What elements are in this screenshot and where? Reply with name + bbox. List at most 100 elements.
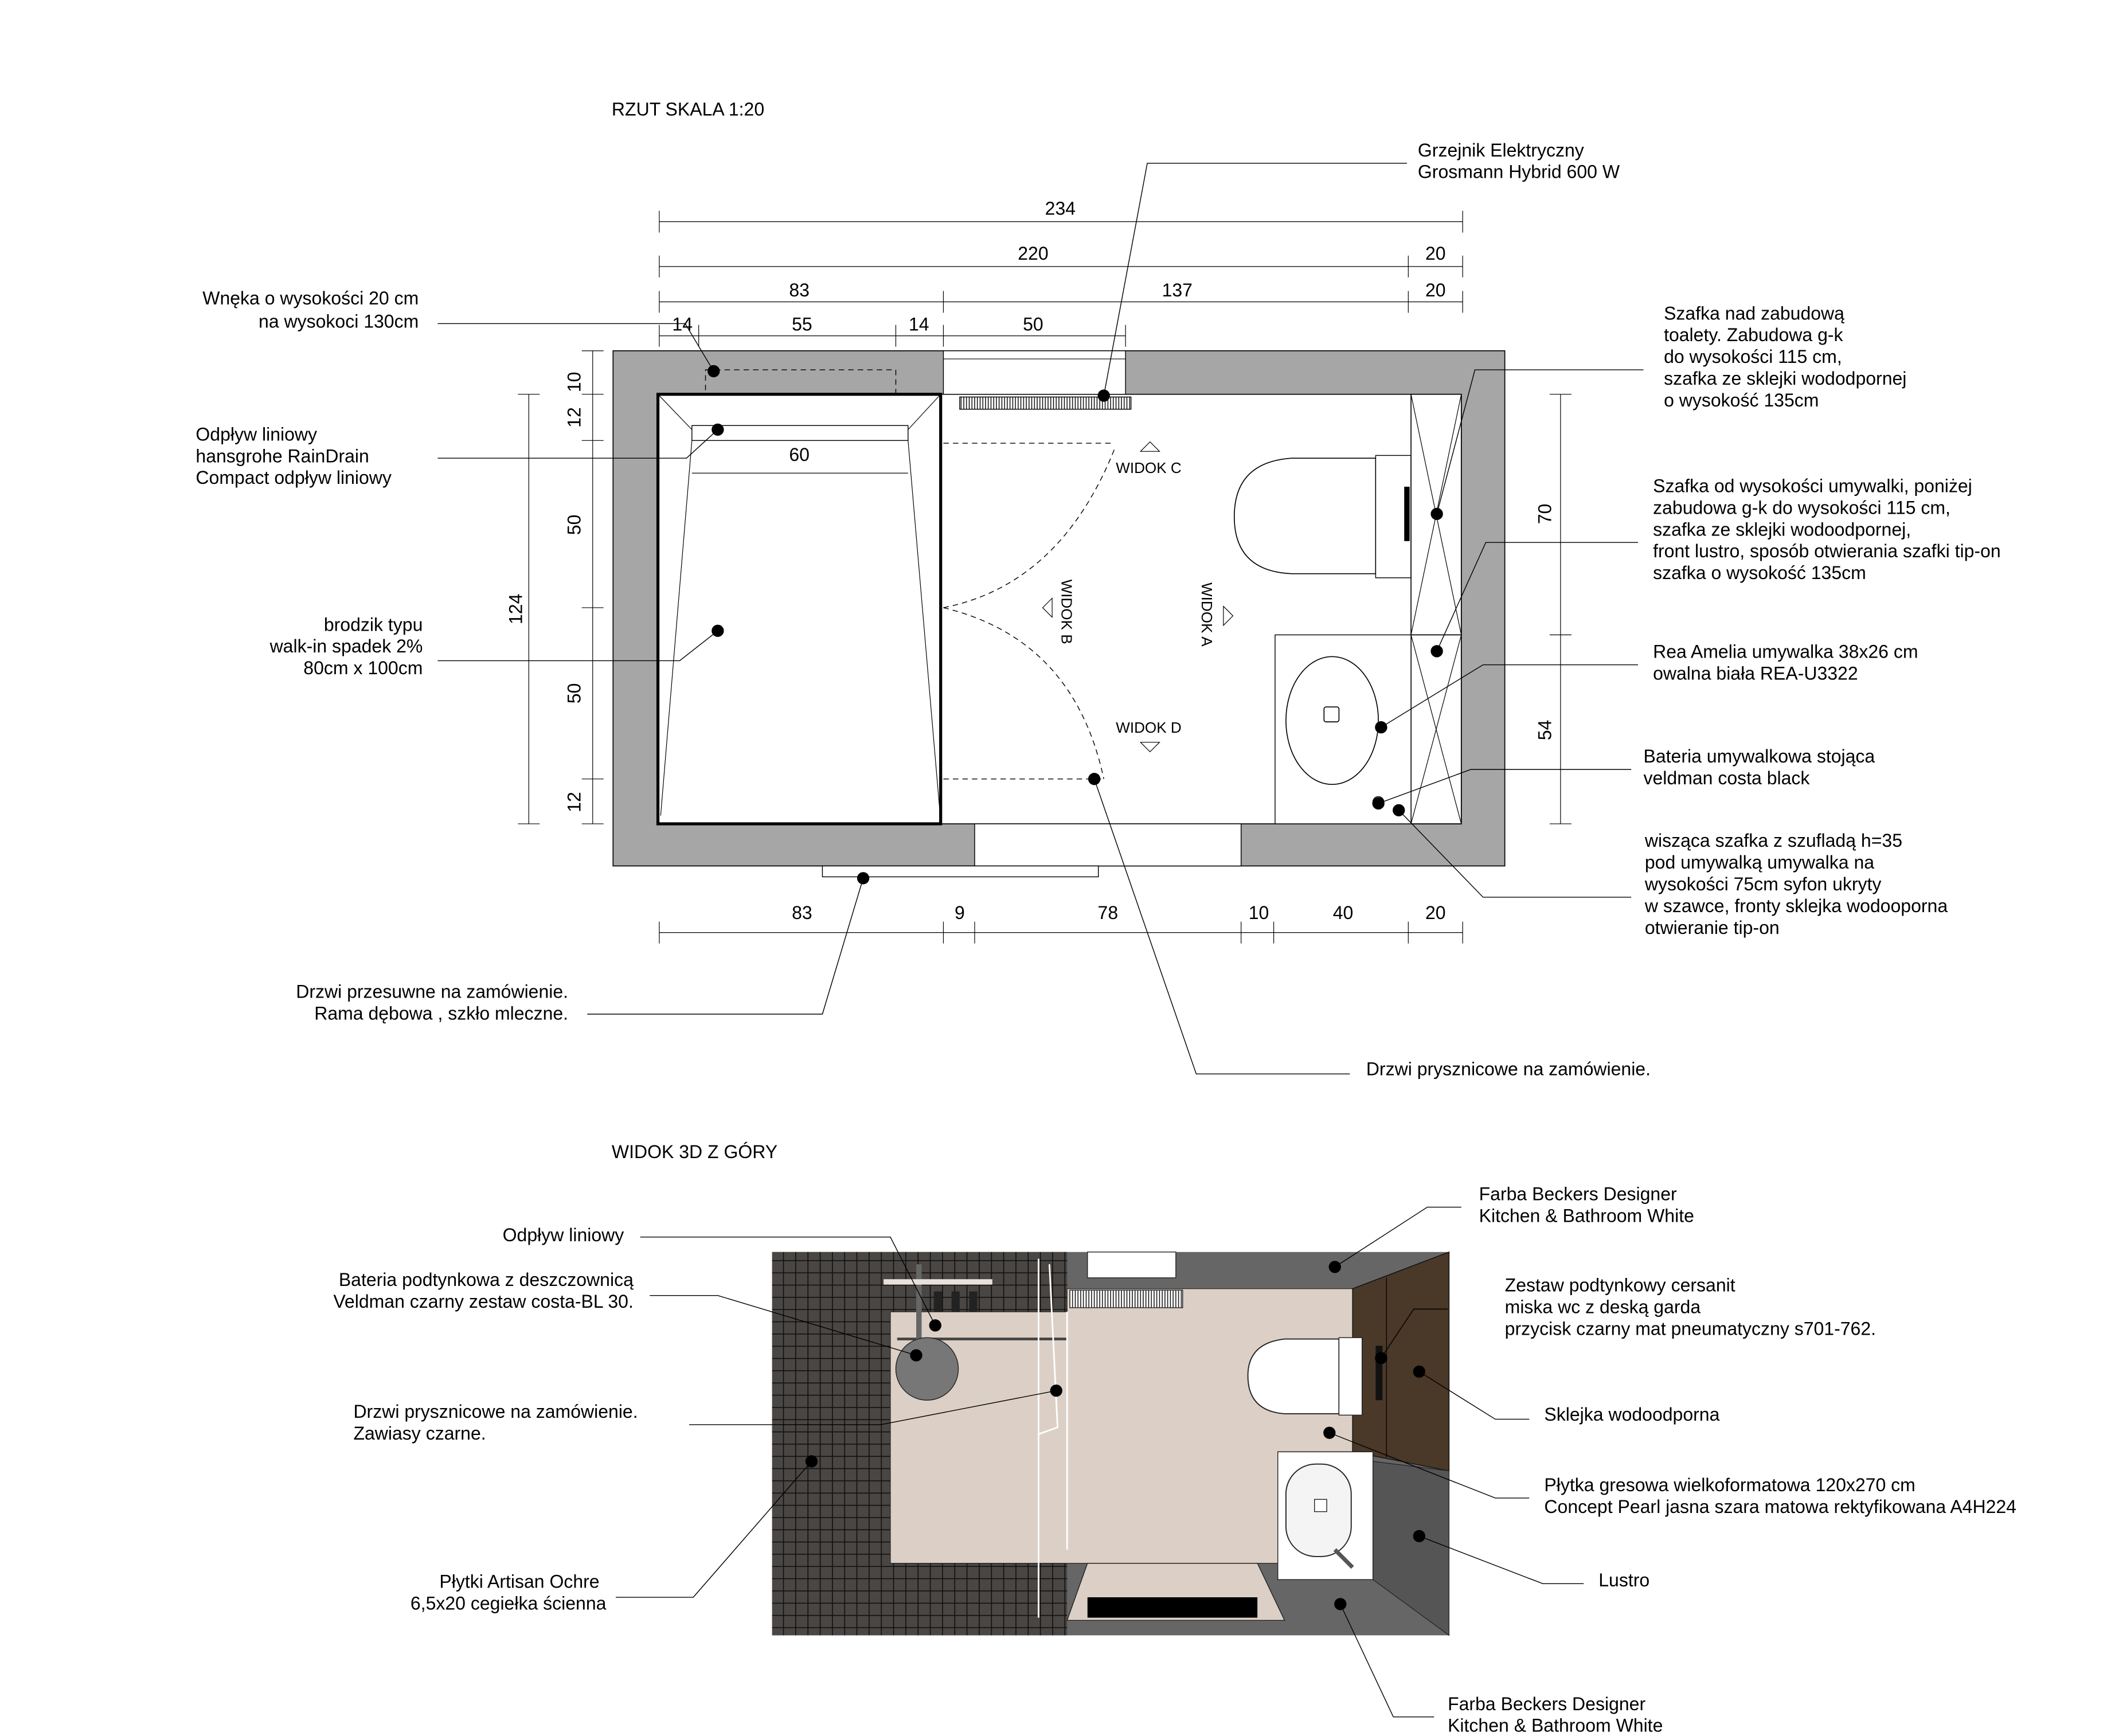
- label-line: Kitchen & Bathroom White: [1448, 1715, 1663, 1736]
- label-line: hansgrohe RainDrain: [196, 445, 369, 466]
- label-line: Grzejnik Elektryczny: [1418, 140, 1584, 161]
- label-line: 6,5x20 cegiełka ścienna: [411, 1593, 607, 1613]
- view-a-arrow-icon: [1223, 605, 1234, 627]
- label-line: Zawiasy czarne.: [353, 1423, 486, 1444]
- label-line: do wysokości 115 cm,: [1664, 346, 1842, 367]
- annotation-faucet: Bateria umywalkowa stojąca veldman costa…: [1372, 746, 1875, 810]
- dim-value: 40: [1333, 902, 1354, 923]
- annotation-3d-floor-tile: Płytka gresowa wielkoformatowa 120x270 c…: [1323, 1426, 2016, 1517]
- annotation-3d-plywood: Sklejka wodoodporna: [1413, 1365, 1720, 1425]
- label-line: Szafka nad zabudową: [1664, 303, 1844, 323]
- dimensions-right: 70 54: [1534, 394, 1572, 824]
- dim-value: 78: [1098, 902, 1119, 923]
- dim-234: 234: [1045, 198, 1076, 219]
- door-opening: [974, 823, 1242, 867]
- label-line: Drzwi prysznicowe na zamówienie.: [353, 1401, 638, 1422]
- annotation-3d-drain: Odpływ liniowy: [503, 1225, 941, 1332]
- label-line: front lustro, sposób otwierania szafki t…: [1653, 541, 2001, 561]
- label-line: Rama dębowa , szkło mleczne.: [314, 1003, 568, 1023]
- cabinet-column: [1410, 393, 1462, 824]
- label-line: Farba Beckers Designer: [1479, 1184, 1677, 1205]
- label-line: szafka o wysokość 135cm: [1653, 562, 1866, 583]
- view-b-label: WIDOK B: [1058, 580, 1076, 644]
- label-line: pod umywalką umywalka na: [1645, 852, 1874, 873]
- dim-value: 10: [1249, 902, 1269, 923]
- dim-value: 20: [1425, 902, 1446, 923]
- shower-tray: 60: [656, 393, 943, 826]
- label-line: wisząca szafka z szufladą h=35: [1644, 830, 1902, 851]
- annotation-3d-mirror: Lustro: [1413, 1530, 1649, 1590]
- sliding-door: [822, 865, 1099, 878]
- view-d-label: WIDOK D: [1116, 719, 1181, 736]
- annotation-3d-paint-top: Farba Beckers Designer Kitchen & Bathroo…: [1328, 1184, 1694, 1273]
- view3d-title: WIDOK 3D Z GÓRY: [612, 1141, 777, 1162]
- tile-walls: [772, 1252, 1068, 1636]
- label-line: Odpływ liniowy: [196, 424, 317, 444]
- label-line: Sklejka wodoodporna: [1544, 1404, 1719, 1425]
- view-c-arrow-icon: [1139, 441, 1160, 452]
- label-line: szafka ze sklejki wododpornej: [1664, 368, 1906, 389]
- label-line: owalna biała REA-U3322: [1653, 663, 1858, 684]
- window-opening: [943, 350, 1126, 395]
- dim-value: 12: [564, 792, 584, 812]
- label-line: Lustro: [1598, 1570, 1649, 1590]
- label-line: o wysokość 135cm: [1664, 390, 1819, 410]
- dim-124: 124: [505, 594, 526, 624]
- label-line: Płytka gresowa wielkoformatowa 120x270 c…: [1544, 1475, 1915, 1495]
- label-line: Farba Beckers Designer: [1448, 1694, 1645, 1714]
- annotation-drain: Odpływ liniowy hansgrohe RainDrain Compa…: [196, 423, 724, 488]
- shower-door-swing: [943, 443, 1115, 780]
- label-line: 80cm x 100cm: [303, 658, 423, 678]
- annotation-radiator: Grzejnik Elektryczny Grosmann Hybrid 600…: [1097, 140, 1620, 402]
- dim-value: 20: [1425, 243, 1446, 264]
- plan-title: RZUT SKALA 1:20: [612, 99, 764, 120]
- label-line: Rea Amelia umywalka 38x26 cm: [1653, 642, 1918, 662]
- annotation-niche: Wnęka o wysokości 20 cm na wysokoci 130c…: [202, 288, 720, 378]
- shower-glass: [1037, 1258, 1068, 1618]
- label-line: Grosmann Hybrid 600 W: [1418, 162, 1620, 182]
- dim-value: 50: [564, 515, 584, 535]
- dimensions-top: 234 220 20 83 137 20 14 55 14 50: [659, 198, 1463, 347]
- label-line: w szawce, fronty sklejka wodooporna: [1644, 896, 1948, 916]
- toilet-3d: [1247, 1338, 1340, 1414]
- label-line: na wysokoci 130cm: [259, 311, 419, 332]
- linear-drain: [691, 425, 909, 441]
- label-line: przycisk czarny mat pneumatyczny s701-76…: [1505, 1318, 1876, 1339]
- view-c-label: WIDOK C: [1116, 459, 1181, 476]
- dimensions-bottom: 83 9 78 10 40 20: [659, 902, 1463, 944]
- window: [1087, 1252, 1176, 1278]
- dim-value: 54: [1534, 720, 1555, 741]
- dim-value: 220: [1018, 243, 1048, 264]
- label-line: szafka ze sklejki wodoodpornej,: [1653, 519, 1911, 539]
- annotation-sink: Rea Amelia umywalka 38x26 cm owalna biał…: [1375, 642, 1918, 734]
- dim-value: 137: [1162, 280, 1193, 300]
- dim-value: 20: [1425, 280, 1446, 300]
- view-d-arrow-icon: [1139, 742, 1160, 753]
- label-line: miska wc z deską garda: [1505, 1296, 1701, 1317]
- dim-value: 83: [792, 902, 812, 923]
- label-line: zabudowa g-k do wysokości 115 cm,: [1653, 497, 1950, 518]
- rain-shower-head: [895, 1337, 959, 1401]
- toilet: [1234, 455, 1412, 578]
- drain-width-dim: 60: [789, 444, 810, 465]
- annotation-3d-tiles: Płytki Artisan Ochre 6,5x20 cegiełka ści…: [411, 1455, 818, 1613]
- dim-value: 10: [564, 372, 584, 393]
- annotation-3d-paint-bottom: Farba Beckers Designer Kitchen & Bathroo…: [1334, 1598, 1663, 1736]
- radiator: [959, 396, 1132, 410]
- dim-value: 50: [564, 683, 584, 704]
- annotation-cabinet-top: Szafka nad zabudową toalety. Zabudowa g-…: [1430, 303, 1906, 521]
- label-line: Drzwi przesuwne na zamówienie.: [296, 981, 568, 1002]
- dim-value: 12: [564, 407, 584, 428]
- label-line: otwieranie tip-on: [1645, 917, 1780, 938]
- view-a-label: WIDOK A: [1198, 582, 1215, 647]
- label-line: Concept Pearl jasna szara matowa rektyfi…: [1544, 1496, 2016, 1517]
- plywood-cabinet: [1352, 1251, 1450, 1472]
- label-line: brodzik typu: [324, 614, 423, 635]
- label-line: toalety. Zabudowa g-k: [1664, 324, 1843, 345]
- view-markers: WIDOK C WIDOK D WIDOK B WIDOK A: [1042, 441, 1234, 753]
- label-line: Bateria umywalkowa stojąca: [1644, 746, 1875, 767]
- annotation-3d-shower-set: Bateria podtynkowa z deszczownicą Veldma…: [333, 1269, 922, 1362]
- annotation-3d-shower-door: Drzwi prysznicowe na zamówienie. Zawiasy…: [353, 1384, 1062, 1444]
- label-line: Kitchen & Bathroom White: [1479, 1206, 1694, 1226]
- annotation-tray: brodzik typu walk-in spadek 2% 80cm x 10…: [269, 614, 724, 678]
